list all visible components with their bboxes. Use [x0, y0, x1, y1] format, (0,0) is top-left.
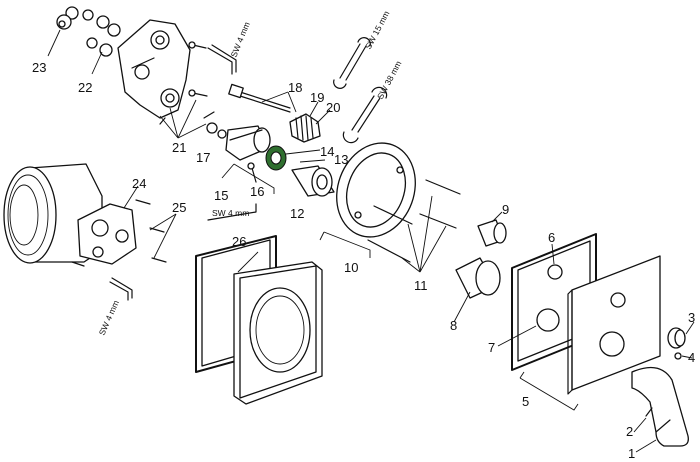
- part-number-labels: 23 22 21 18 19 20 17 14 13 15 16 12 24 2…: [32, 60, 695, 461]
- label-19: 19: [310, 90, 324, 105]
- label-21: 21: [172, 140, 186, 155]
- cover-plate-part-5: [567, 255, 661, 395]
- tool-label-wrench-38: SW 38 mm: [375, 59, 404, 101]
- o-rings-part-22: [82, 9, 121, 57]
- cover-cap-part-8: [455, 257, 501, 299]
- label-23: 23: [32, 60, 46, 75]
- spindle-part-18: [228, 83, 291, 113]
- label-25: 25: [172, 200, 186, 215]
- screw-part-2: [645, 407, 653, 417]
- label-11: 11: [414, 278, 428, 293]
- green-ring-part-13: [265, 145, 287, 171]
- label-18: 18: [288, 80, 302, 95]
- small-cap-part-3: [667, 327, 686, 349]
- label-13: 13: [334, 152, 348, 167]
- bushing-part-23: [56, 6, 79, 30]
- label-14: 14: [320, 144, 334, 159]
- wrench-38: [342, 86, 388, 144]
- label-20: 20: [326, 100, 340, 115]
- sleeve-part-9: [477, 219, 507, 247]
- small-ring-part-17: [203, 111, 227, 139]
- label-24: 24: [132, 176, 146, 191]
- screw-part-16: [247, 162, 257, 183]
- cartridge-part-19: [289, 113, 321, 143]
- mounting-frame-part-26: [195, 235, 323, 405]
- tool-label-wrench-15: SW 15 mm: [363, 9, 392, 51]
- tool-label-hex-key-top: SW 4 mm: [229, 20, 252, 58]
- tool-label-hex-key-left: SW 4 mm: [97, 299, 121, 337]
- wrench-15: [333, 37, 371, 89]
- label-22: 22: [78, 80, 92, 95]
- label-4: 4: [688, 350, 695, 365]
- label-17: 17: [196, 150, 210, 165]
- tool-label-hex-key-mid: SW 4 mm: [212, 208, 249, 218]
- mixer-cartridge: [225, 125, 271, 161]
- leader-lines: [47, 29, 695, 453]
- lever-handle-part-1: [631, 366, 689, 447]
- valve-body-part-21: [117, 19, 191, 125]
- rosette-ring-part-10: [336, 142, 416, 238]
- label-15: 15: [214, 188, 228, 203]
- label-2: 2: [626, 424, 633, 439]
- screws-upper: [188, 41, 208, 97]
- label-16: 16: [250, 184, 264, 199]
- screws-part-25: [71, 199, 167, 267]
- label-12: 12: [290, 206, 304, 221]
- hex-key-mid: [207, 203, 257, 221]
- label-26: 26: [232, 234, 246, 249]
- small-ring-part-4: [674, 352, 682, 360]
- label-1: 1: [628, 446, 635, 461]
- label-9: 9: [502, 202, 509, 217]
- label-3: 3: [688, 310, 695, 325]
- valve-body-lower: [77, 203, 137, 265]
- label-6: 6: [548, 230, 555, 245]
- label-7: 7: [488, 340, 495, 355]
- hex-key-top: [207, 44, 237, 75]
- label-10: 10: [344, 260, 358, 275]
- hex-key-left: [109, 277, 133, 301]
- sleeve-part-12: [291, 165, 335, 197]
- label-5: 5: [522, 394, 529, 409]
- label-8: 8: [450, 318, 457, 333]
